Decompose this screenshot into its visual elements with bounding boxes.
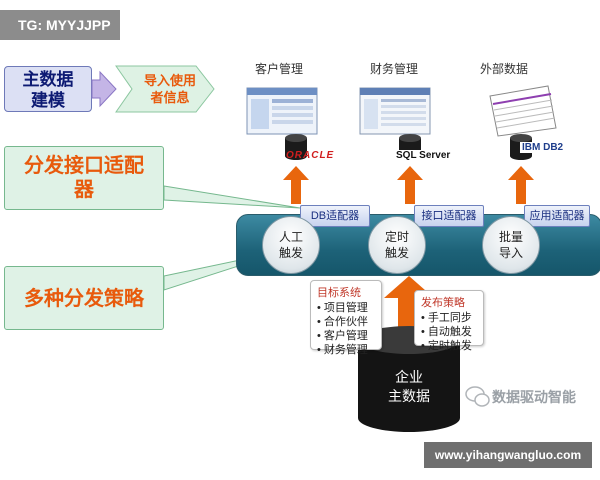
target-list-item: • 项目管理 [317, 302, 368, 314]
enterprise-db-line-2: 主数据 [388, 388, 430, 404]
mdm-line-2: 建模 [31, 91, 65, 110]
target-list-item: • 财务管理 [317, 344, 368, 356]
target-list-item: • 客户管理 [317, 330, 368, 342]
manual-trigger-node: 人工触发 [262, 216, 320, 274]
dispatch-line-1: 分发接口适配 [24, 155, 144, 177]
sqlserver-logo: SQL Server [394, 150, 453, 161]
url-watermark: www.yihangwangluo.com [424, 442, 592, 468]
target-system-label-finance: 财务管理 [369, 62, 418, 76]
wechat-icon [465, 386, 490, 407]
publish-strategy-item: • 定时触发 [421, 340, 472, 352]
watermark-tag: TG: MYYJJPP [0, 10, 120, 40]
target-system-list: 目标系统 • 项目管理 • 合作伙伴 • 客户管理 • 财务管理 [310, 280, 382, 356]
batch-import-line-2: 导入 [498, 246, 523, 260]
up-arrow-external [508, 166, 534, 204]
manual-trigger-line-1: 人工 [278, 230, 303, 244]
db-adapter: DB适配器 [300, 205, 370, 227]
dispatch-adapter-box: 分发接口适配 器 [4, 146, 164, 210]
application-adapter: 应用适配器 [524, 205, 590, 227]
publish-strategy-title: 发布策略 [421, 297, 465, 309]
target-system-label-external: 外部数据 [479, 62, 528, 76]
strategies-box: 多种分发策略 [4, 266, 164, 330]
mdm-line-1: 主数据 [22, 70, 74, 89]
master-data-modeling-box: 主数据 建模 [4, 66, 92, 112]
scheduled-trigger-node: 定时触发 [368, 216, 426, 274]
scheduled-trigger-line-2: 触发 [384, 246, 409, 260]
up-arrow-crm [283, 166, 309, 204]
batch-import-line-1: 批量 [498, 230, 523, 244]
enterprise-db-label: 企业 主数据 [364, 368, 454, 406]
target-system-label-crm: 客户管理 [254, 62, 303, 76]
dispatch-line-2: 器 [74, 179, 94, 201]
manual-trigger-line-2: 触发 [278, 246, 303, 260]
import-line-1: 导入使用 [143, 73, 196, 88]
oracle-db-icon [285, 134, 307, 160]
crm-screenshot-thumb [246, 87, 318, 135]
batch-import-node: 批量导入 [482, 216, 540, 274]
up-arrow-finance [397, 166, 423, 204]
import-info-label: 导入使用 者信息 [130, 72, 210, 106]
brand-watermark: 数据驱动智能 [492, 389, 576, 405]
finance-screenshot-thumb [359, 87, 431, 135]
db2-logo: IBM DB2 [520, 142, 566, 153]
adapter-callout-pointer [163, 185, 301, 209]
purple-arrow [91, 70, 117, 108]
publish-strategy-item: • 手工同步 [421, 312, 472, 324]
oracle-logo: ORACLE [286, 150, 335, 161]
external-data-sheet-thumb [489, 85, 557, 137]
interface-adapter: 接口适配器 [414, 205, 484, 227]
import-chevron [115, 65, 215, 113]
import-line-2: 者信息 [150, 90, 190, 105]
enterprise-db-line-1: 企业 [395, 369, 423, 385]
scheduled-trigger-line-1: 定时 [384, 230, 409, 244]
target-list-item: • 合作伙伴 [317, 316, 368, 328]
publish-strategy-list: 发布策略 • 手工同步 • 自动触发 • 定时触发 [414, 290, 484, 352]
target-list-title: 目标系统 [317, 287, 361, 299]
publish-strategy-item: • 自动触发 [421, 326, 472, 338]
